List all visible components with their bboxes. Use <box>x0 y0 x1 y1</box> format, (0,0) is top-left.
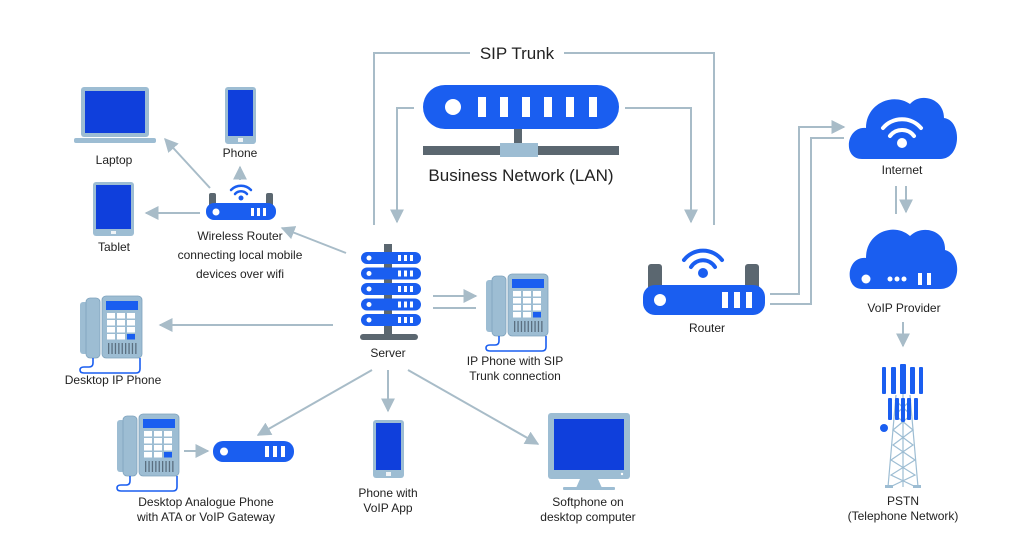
server-unit <box>361 267 421 280</box>
phone-label: Phone <box>223 146 258 160</box>
tablet-label: Tablet <box>98 240 131 254</box>
internet-label: Internet <box>882 163 923 177</box>
wifi-signal-icon <box>881 117 923 138</box>
wireless-router-label-2: connecting local mobile <box>178 248 303 262</box>
server-to-softphone-line <box>407 369 540 445</box>
lan-to-server-line <box>390 107 414 224</box>
laptop-icon[interactable] <box>74 87 156 143</box>
analogue-phone-label-1: Desktop Analogue Phone <box>138 495 274 509</box>
desktop-ip-phone-label: Desktop IP Phone <box>65 373 162 387</box>
wifi-router-icon[interactable] <box>206 184 276 220</box>
smartphone-icon[interactable] <box>225 87 256 144</box>
tablet-icon[interactable] <box>93 182 134 236</box>
smartphone-icon[interactable] <box>373 420 404 478</box>
server-label: Server <box>370 346 405 360</box>
wireless-router-to-laptop-line <box>164 137 211 189</box>
cloud-server-icon[interactable] <box>849 229 958 289</box>
router-label: Router <box>689 321 725 335</box>
softphone-label-2: desktop computer <box>540 510 635 524</box>
server-unit <box>361 298 421 311</box>
phone-voip-app-label-2: VoIP App <box>363 501 412 515</box>
server-to-wireless-router-line <box>280 226 347 254</box>
lan-to-router-line <box>625 107 698 224</box>
sip-trunk-label: SIP Trunk <box>480 44 555 63</box>
ip-phone-sip-label-1: IP Phone with SIP <box>467 354 564 368</box>
router-to-internet-line-2 <box>770 137 844 305</box>
laptop-label: Laptop <box>96 153 133 167</box>
ip-phone-sip-label-2: Trunk connection <box>469 369 561 383</box>
monitor-icon[interactable] <box>548 413 630 490</box>
voip-provider-label: VoIP Provider <box>867 301 940 315</box>
connectors <box>144 52 913 458</box>
desk-phone-icon[interactable] <box>485 273 549 352</box>
wifi-signal-icon <box>682 248 724 269</box>
pstn-label-2: (Telephone Network) <box>848 509 959 523</box>
lan-switch-icon[interactable] <box>423 85 619 157</box>
server-unit <box>361 252 421 264</box>
analogue-phone-label-2: with ATA or VoIP Gateway <box>136 510 275 524</box>
phone-voip-app-label-1: Phone with <box>358 486 417 500</box>
cloud-wifi-icon[interactable] <box>848 97 958 159</box>
server-unit <box>361 314 421 326</box>
gateway-icon[interactable] <box>213 441 294 462</box>
cell-tower-icon[interactable] <box>880 364 923 488</box>
server-rack-icon[interactable] <box>360 244 421 340</box>
sip-trunk-line-right <box>564 52 715 225</box>
router-to-internet-line-1 <box>770 120 846 295</box>
wireless-router-label-1: Wireless Router <box>197 229 282 243</box>
pstn-label-1: PSTN <box>887 494 919 508</box>
business-network-label: Business Network (LAN) <box>428 166 613 185</box>
server-to-ata-line <box>256 369 373 436</box>
wifi-router-icon[interactable] <box>643 248 765 315</box>
softphone-label-1: Softphone on <box>552 495 623 509</box>
desk-phone-icon[interactable] <box>116 413 180 492</box>
desk-phone-icon[interactable] <box>79 295 143 374</box>
wifi-signal-icon <box>229 184 253 196</box>
wireless-router-label-3: devices over wifi <box>196 267 284 281</box>
server-unit <box>361 283 421 295</box>
sip-trunk-line-left <box>373 52 470 225</box>
